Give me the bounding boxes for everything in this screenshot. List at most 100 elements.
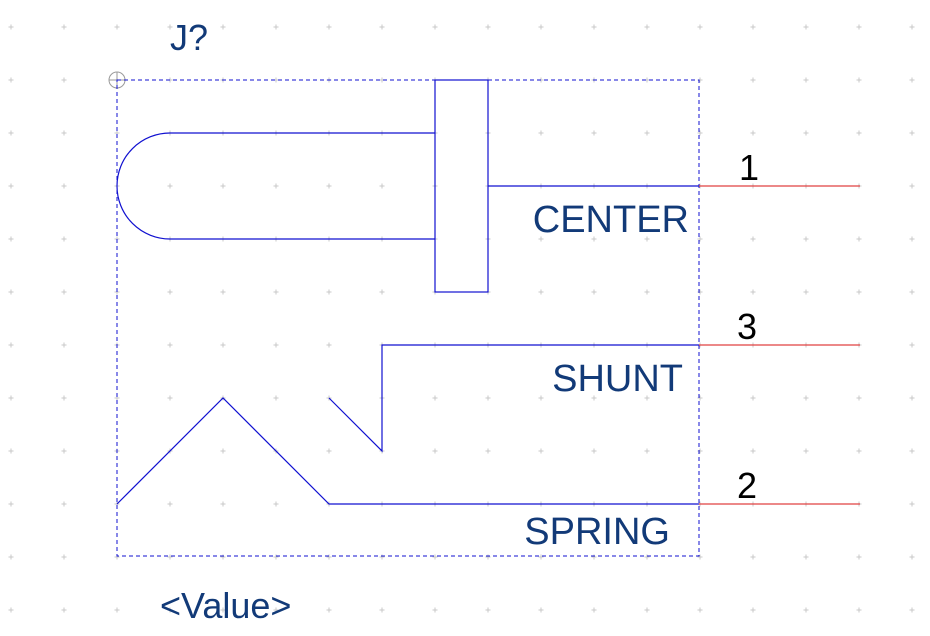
grid-dot bbox=[856, 24, 862, 30]
grid-dot bbox=[538, 130, 544, 136]
grid-dot bbox=[273, 501, 279, 507]
grid-dot bbox=[856, 130, 862, 136]
pin-2-number: 2 bbox=[737, 465, 757, 506]
grid-dot bbox=[8, 24, 14, 30]
grid-dot bbox=[379, 183, 385, 189]
grid-dot bbox=[591, 448, 597, 454]
grid-dot bbox=[8, 236, 14, 242]
grid-dot bbox=[803, 289, 809, 295]
grid-dot bbox=[379, 607, 385, 613]
grid-dot bbox=[750, 554, 756, 560]
grid-dot bbox=[432, 448, 438, 454]
grid-dot bbox=[273, 183, 279, 189]
grid-dot bbox=[167, 289, 173, 295]
grid-dot bbox=[61, 289, 67, 295]
reference-designator[interactable]: J? bbox=[170, 17, 208, 58]
grid-dot bbox=[803, 554, 809, 560]
grid-dot bbox=[326, 183, 332, 189]
grid-dot bbox=[644, 554, 650, 560]
grid-dot bbox=[803, 448, 809, 454]
grid-dot bbox=[485, 24, 491, 30]
grid-dot bbox=[61, 395, 67, 401]
grid-dot bbox=[644, 448, 650, 454]
grid-dot bbox=[750, 77, 756, 83]
grid-dot bbox=[750, 395, 756, 401]
grid-dot bbox=[697, 607, 703, 613]
grid-dot bbox=[591, 607, 597, 613]
pin-2-name: SPRING bbox=[524, 511, 670, 553]
grid-dot bbox=[644, 24, 650, 30]
grid-dot bbox=[379, 289, 385, 295]
grid-dot bbox=[61, 448, 67, 454]
grid-dot bbox=[8, 183, 14, 189]
grid-dot bbox=[432, 607, 438, 613]
grid-dot bbox=[8, 501, 14, 507]
grid-dot bbox=[167, 395, 173, 401]
grid-dot bbox=[273, 554, 279, 560]
grid-dot bbox=[803, 130, 809, 136]
grid-dot bbox=[538, 395, 544, 401]
component-value[interactable]: <Value> bbox=[160, 585, 291, 626]
grid-dot bbox=[8, 607, 14, 613]
grid-dot bbox=[273, 395, 279, 401]
grid-dot bbox=[379, 554, 385, 560]
grid-dot bbox=[856, 77, 862, 83]
grid-dot bbox=[167, 342, 173, 348]
grid-dot bbox=[485, 395, 491, 401]
grid-dot bbox=[8, 395, 14, 401]
grid-dot bbox=[750, 448, 756, 454]
grid-dot bbox=[273, 607, 279, 613]
spring-contact-symbol bbox=[116, 397, 699, 505]
grid-dot bbox=[697, 130, 703, 136]
grid-dot bbox=[432, 554, 438, 560]
grid-dot bbox=[220, 24, 226, 30]
grid-dot bbox=[591, 236, 597, 242]
grid-dot bbox=[750, 130, 756, 136]
grid-dot bbox=[909, 77, 915, 83]
grid-dot bbox=[538, 24, 544, 30]
grid-dot bbox=[61, 236, 67, 242]
grid-dot bbox=[909, 24, 915, 30]
grid-dot bbox=[644, 130, 650, 136]
grid-dot bbox=[856, 395, 862, 401]
grid-dot bbox=[909, 607, 915, 613]
grid-dot bbox=[8, 77, 14, 83]
grid-dot bbox=[61, 183, 67, 189]
grid-dot bbox=[803, 77, 809, 83]
grid-dot bbox=[220, 342, 226, 348]
pin-3-number: 3 bbox=[737, 306, 757, 347]
grid-dot bbox=[61, 77, 67, 83]
grid-dot bbox=[538, 607, 544, 613]
grid-dot bbox=[856, 554, 862, 560]
grid-dot bbox=[538, 554, 544, 560]
grid-dot bbox=[8, 342, 14, 348]
grid-dot bbox=[591, 395, 597, 401]
grid-dot bbox=[697, 554, 703, 560]
grid-dot bbox=[61, 607, 67, 613]
grid-dot bbox=[803, 607, 809, 613]
grid-dot bbox=[591, 130, 597, 136]
grid-dot bbox=[909, 342, 915, 348]
pin-1-name: CENTER bbox=[533, 199, 689, 241]
grid-dot bbox=[856, 289, 862, 295]
grid-dot bbox=[220, 289, 226, 295]
grid-dot bbox=[909, 395, 915, 401]
grid-dots bbox=[8, 24, 915, 613]
grid-dot bbox=[538, 289, 544, 295]
grid-dot bbox=[8, 130, 14, 136]
grid-dot bbox=[273, 24, 279, 30]
grid-dot bbox=[803, 24, 809, 30]
component-body-outline[interactable] bbox=[116, 79, 700, 557]
grid-dot bbox=[61, 554, 67, 560]
grid-dot bbox=[644, 236, 650, 242]
grid-dot bbox=[591, 24, 597, 30]
grid-dot bbox=[379, 24, 385, 30]
grid-dot bbox=[326, 554, 332, 560]
grid-dot bbox=[697, 236, 703, 242]
grid-dot bbox=[803, 395, 809, 401]
grid-dot bbox=[644, 607, 650, 613]
grid-dot bbox=[273, 342, 279, 348]
grid-dot bbox=[538, 236, 544, 242]
grid-dot bbox=[432, 24, 438, 30]
